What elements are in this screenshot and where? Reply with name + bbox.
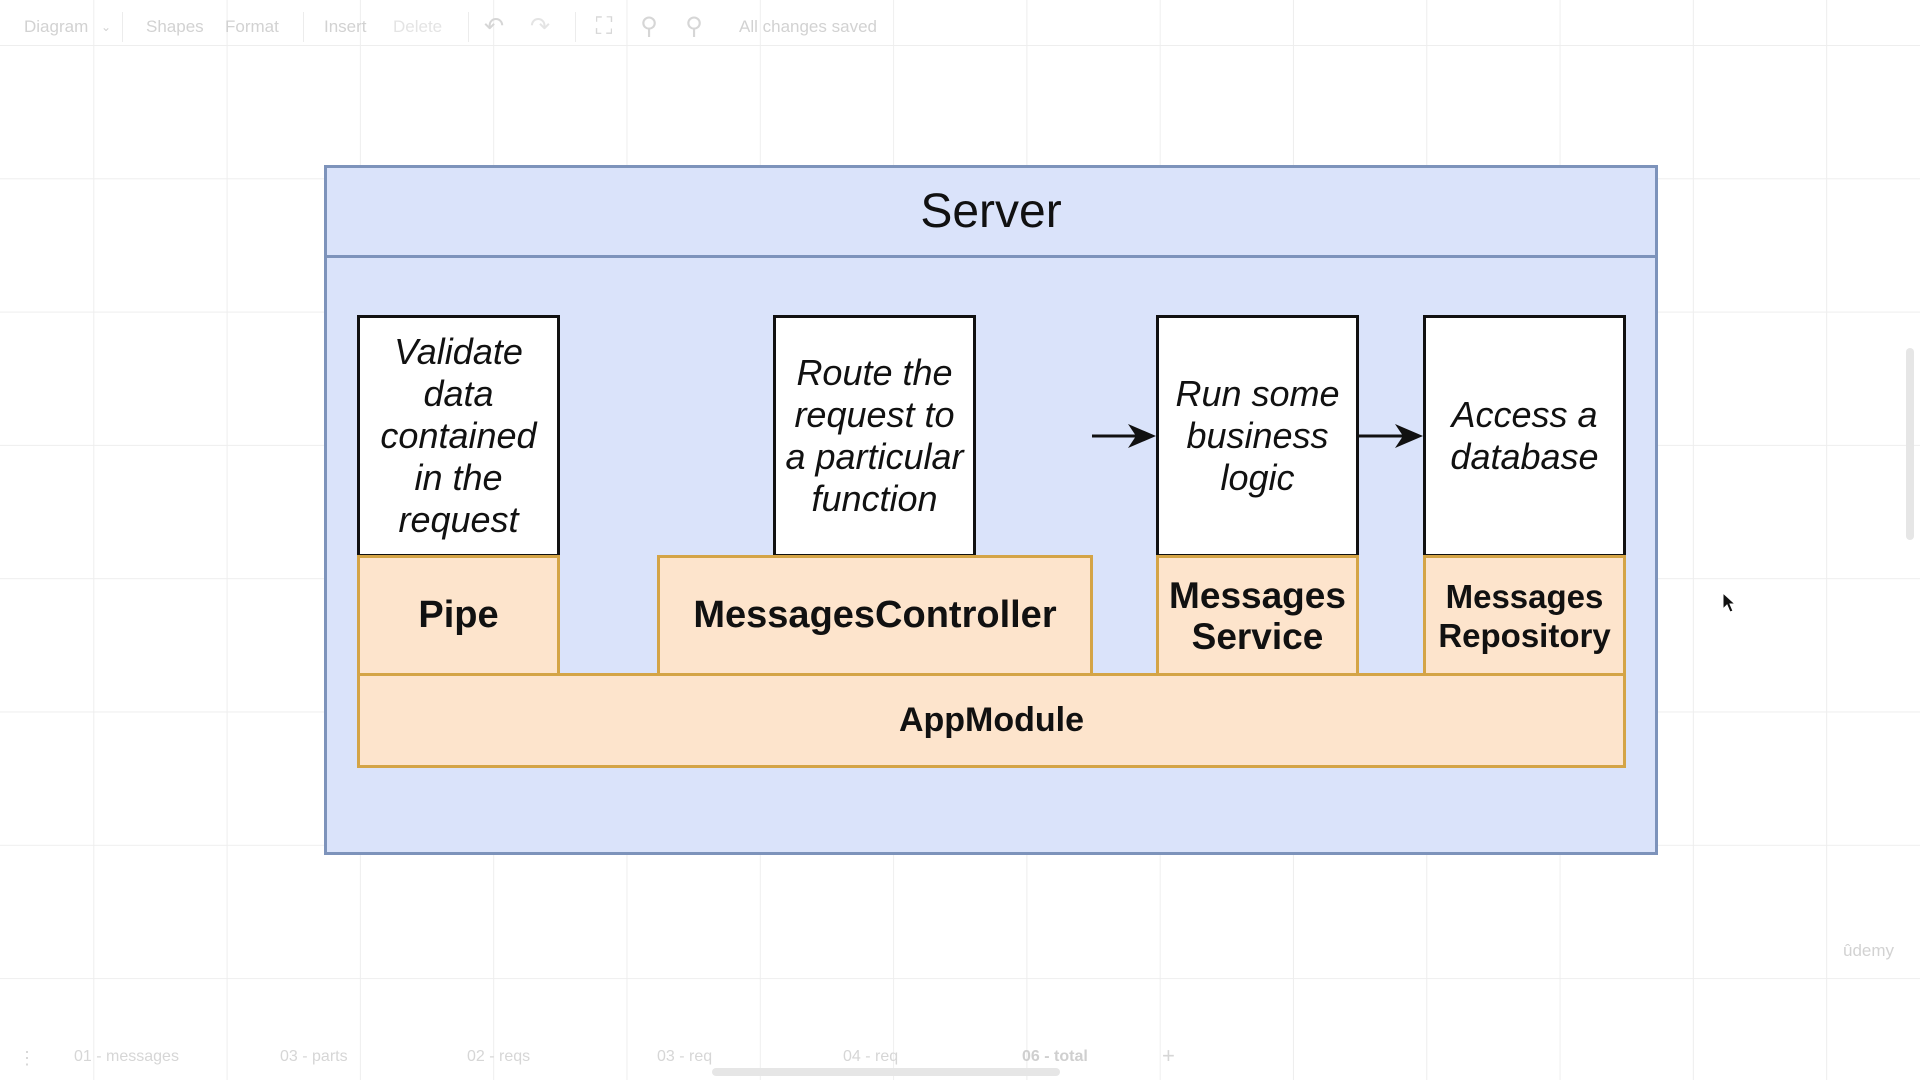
pipe-box[interactable]: Pipe [357, 555, 560, 676]
controller-description-text: Route the request to a particular functi… [785, 352, 964, 519]
repository-description-text: Access a database [1450, 394, 1599, 477]
arrow-to-service [1092, 424, 1156, 448]
toolbar: Diagram ⌄ Shapes Format Insert Delete ↶ … [0, 0, 1920, 55]
zoom-in-icon[interactable]: ⚲ [640, 13, 658, 40]
diagram-menu[interactable]: Diagram [24, 17, 89, 36]
messages-repository-label: Messages Repository [1438, 577, 1611, 654]
app-module-box[interactable]: AppModule [357, 673, 1626, 768]
tab-02-reqs[interactable]: 02 - reqs [467, 1048, 531, 1065]
server-header: Server [327, 168, 1655, 258]
messages-service-box[interactable]: Messages Service [1156, 555, 1359, 676]
messages-service-label: Messages Service [1169, 574, 1346, 657]
pipe-description-text: Validate data contained in the request [380, 331, 537, 540]
tab-03-parts[interactable]: 03 - parts [280, 1048, 348, 1065]
tab-04-req[interactable]: 04 - req [843, 1048, 899, 1065]
more-vertical-icon[interactable]: ⋮ [18, 1048, 36, 1068]
format-button[interactable]: Format [225, 17, 279, 36]
service-description-box[interactable]: Run some business logic [1156, 315, 1359, 557]
tab-01-messages[interactable]: 01 - messages [74, 1048, 179, 1065]
save-status: All changes saved [739, 17, 877, 36]
messages-controller-box[interactable]: MessagesController [657, 555, 1093, 676]
chevron-down-icon[interactable]: ⌄ [101, 20, 112, 34]
mouse-cursor-icon [1722, 592, 1737, 613]
redo-icon[interactable]: ↷ [529, 13, 551, 40]
server-title: Server [920, 185, 1062, 238]
page-tab-bar: ⋮ 01 - messages 03 - parts 02 - reqs 03 … [0, 1030, 1920, 1080]
udemy-watermark: ûdemy [1843, 941, 1895, 960]
controller-description-box[interactable]: Route the request to a particular functi… [773, 315, 976, 557]
pipe-description-box[interactable]: Validate data contained in the request [357, 315, 560, 557]
toolbar-divider [468, 12, 469, 42]
add-page-icon[interactable]: + [1162, 1043, 1175, 1068]
shapes-button[interactable]: Shapes [146, 17, 204, 36]
delete-button[interactable]: Delete [393, 17, 443, 36]
horizontal-scrollbar[interactable] [712, 1068, 1060, 1076]
fullscreen-icon[interactable]: ⛶ [595, 13, 613, 40]
messages-repository-box[interactable]: Messages Repository [1423, 555, 1626, 676]
toolbar-divider [122, 12, 123, 42]
tab-06-total[interactable]: 06 - total [1022, 1048, 1088, 1065]
toolbar-divider [303, 12, 304, 42]
pipe-label: Pipe [418, 594, 499, 636]
undo-icon[interactable]: ↶ [483, 13, 505, 40]
zoom-out-icon[interactable]: ⚲ [685, 13, 703, 40]
tab-03-req[interactable]: 03 - req [657, 1048, 713, 1065]
app-module-label: AppModule [898, 701, 1085, 739]
toolbar-divider [575, 12, 576, 42]
arrow-to-repository [1359, 424, 1423, 448]
insert-button[interactable]: Insert [324, 17, 367, 36]
service-description-text: Run some business logic [1175, 373, 1340, 498]
vertical-scrollbar[interactable] [1906, 348, 1914, 540]
messages-controller-label: MessagesController [693, 594, 1057, 636]
repository-description-box[interactable]: Access a database [1423, 315, 1626, 557]
